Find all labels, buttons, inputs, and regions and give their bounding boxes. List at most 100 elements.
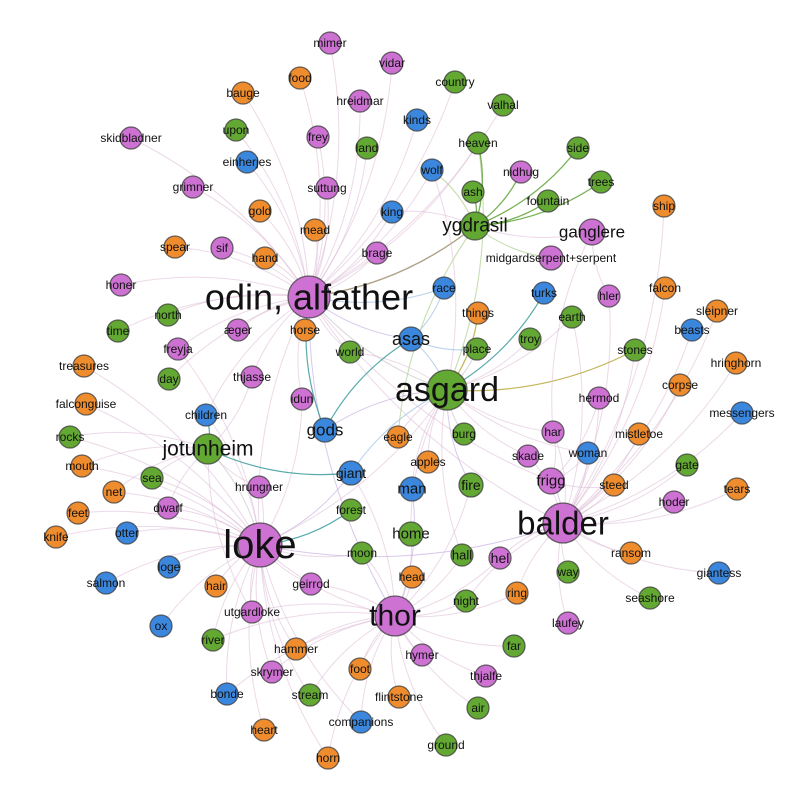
node-sleipner[interactable] xyxy=(705,299,729,323)
node-eagle[interactable] xyxy=(386,425,410,449)
node-hammer[interactable] xyxy=(284,637,308,661)
node-earth[interactable] xyxy=(560,305,584,329)
node-frigg[interactable] xyxy=(537,467,565,495)
node-utgardloke[interactable] xyxy=(240,600,264,624)
node-hrungner[interactable] xyxy=(247,475,271,499)
node-gods[interactable] xyxy=(312,417,338,443)
node-mead[interactable] xyxy=(303,218,327,242)
node-stones[interactable] xyxy=(623,338,647,362)
node-turks[interactable] xyxy=(532,281,556,305)
node-things[interactable] xyxy=(466,301,490,325)
node-odin[interactable] xyxy=(287,275,331,319)
node-heart[interactable] xyxy=(252,718,276,742)
node-way[interactable] xyxy=(556,560,580,584)
node-man[interactable] xyxy=(399,476,425,502)
node-children[interactable] xyxy=(194,403,218,427)
node-ransom[interactable] xyxy=(619,541,643,565)
node-brage[interactable] xyxy=(365,241,389,265)
node-serpent[interactable] xyxy=(538,245,564,271)
node-falconguise[interactable] xyxy=(74,392,98,416)
node-flintstone[interactable] xyxy=(387,685,411,709)
node-ox[interactable] xyxy=(149,614,173,638)
node-skade[interactable] xyxy=(516,444,540,468)
node-hringhorn[interactable] xyxy=(724,351,748,375)
node-food[interactable] xyxy=(288,66,312,90)
node-grimner[interactable] xyxy=(181,175,205,199)
node-beasts[interactable] xyxy=(680,318,704,342)
node-apples[interactable] xyxy=(416,450,440,474)
node-honer[interactable] xyxy=(109,273,133,297)
node-king[interactable] xyxy=(380,200,404,224)
node-mouth[interactable] xyxy=(70,454,94,478)
node-burg[interactable] xyxy=(452,422,476,446)
node-hoder[interactable] xyxy=(662,490,686,514)
node-thjalfe[interactable] xyxy=(474,664,498,688)
node-skrymer[interactable] xyxy=(260,660,284,684)
node-night[interactable] xyxy=(454,589,478,613)
node-air[interactable] xyxy=(466,696,490,720)
node-ash[interactable] xyxy=(461,180,485,204)
node-heaven[interactable] xyxy=(466,131,490,155)
node-jotunheim[interactable] xyxy=(192,433,224,465)
node-day[interactable] xyxy=(157,367,181,391)
node-feet[interactable] xyxy=(66,501,90,525)
node-aeger[interactable] xyxy=(226,318,250,342)
node-fire[interactable] xyxy=(458,472,484,498)
node-seashore[interactable] xyxy=(638,586,662,610)
node-fountain[interactable] xyxy=(536,189,560,213)
node-woman[interactable] xyxy=(576,441,600,465)
node-side[interactable] xyxy=(566,136,590,160)
node-hand[interactable] xyxy=(253,246,277,270)
node-balder[interactable] xyxy=(542,502,584,544)
node-otter[interactable] xyxy=(115,521,139,545)
node-geirrod[interactable] xyxy=(299,572,323,596)
node-ring[interactable] xyxy=(505,581,529,605)
node-rocks[interactable] xyxy=(58,425,82,449)
node-gold[interactable] xyxy=(248,199,272,223)
node-bauge[interactable] xyxy=(231,81,255,105)
node-vidar[interactable] xyxy=(380,51,404,75)
node-home[interactable] xyxy=(398,521,424,547)
node-kinds[interactable] xyxy=(405,108,429,132)
node-asas[interactable] xyxy=(398,326,424,352)
node-ground[interactable] xyxy=(434,733,458,757)
node-horse[interactable] xyxy=(293,318,317,342)
node-ship[interactable] xyxy=(652,194,676,218)
node-land[interactable] xyxy=(355,136,379,160)
node-loke[interactable] xyxy=(237,522,283,568)
node-race[interactable] xyxy=(432,276,456,300)
node-idun[interactable] xyxy=(290,387,314,411)
node-gate[interactable] xyxy=(675,453,699,477)
node-hel[interactable] xyxy=(488,546,512,570)
node-net[interactable] xyxy=(102,480,126,504)
node-head[interactable] xyxy=(400,565,424,589)
node-treasures[interactable] xyxy=(72,354,96,378)
node-tears[interactable] xyxy=(725,477,749,501)
node-place[interactable] xyxy=(465,337,489,361)
node-har[interactable] xyxy=(541,420,565,444)
node-hymer[interactable] xyxy=(410,643,434,667)
node-country[interactable] xyxy=(443,70,467,94)
node-spear[interactable] xyxy=(163,235,187,259)
node-valhal[interactable] xyxy=(491,93,515,117)
node-suttung[interactable] xyxy=(315,176,339,200)
node-horn[interactable] xyxy=(316,746,340,770)
node-sif[interactable] xyxy=(210,236,234,260)
node-knife[interactable] xyxy=(44,525,68,549)
node-ganglere[interactable] xyxy=(578,218,606,246)
node-giantess[interactable] xyxy=(707,561,731,585)
node-hreidmar[interactable] xyxy=(348,89,372,113)
node-river[interactable] xyxy=(201,628,225,652)
node-salmon[interactable] xyxy=(94,571,118,595)
node-einherjes[interactable] xyxy=(235,150,259,174)
node-freyja[interactable] xyxy=(166,337,190,361)
node-ygdrasil[interactable] xyxy=(460,211,490,241)
node-sea[interactable] xyxy=(140,466,164,490)
node-mistletoe[interactable] xyxy=(627,422,651,446)
node-far[interactable] xyxy=(502,634,526,658)
node-foot[interactable] xyxy=(348,657,372,681)
node-bonde[interactable] xyxy=(215,682,239,706)
node-skidbladner[interactable] xyxy=(119,126,143,150)
node-laufey[interactable] xyxy=(556,611,580,635)
node-thjasse[interactable] xyxy=(240,365,264,389)
